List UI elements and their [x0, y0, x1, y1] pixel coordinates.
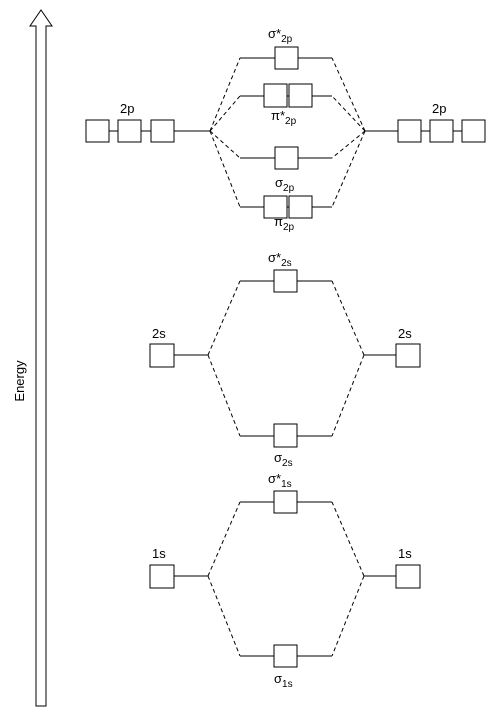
mo-sigma-star-1s [240, 490, 332, 514]
atomic-1s-left-label: 1s [152, 546, 166, 561]
atomic-2s-right-label: 2s [398, 326, 412, 341]
mo-sigma-star-2p [240, 46, 332, 70]
mo-sigma-2p-label: σ2p [275, 175, 295, 194]
atomic-2s-left [149, 343, 208, 368]
mo-sigma-2s-label: σ2s [274, 450, 293, 469]
energy-axis-label: Energy [12, 360, 27, 402]
correlation-lines-2p [209, 57, 366, 208]
mo-sigma-star-2s [240, 269, 332, 293]
correlation-lines-2s [207, 280, 365, 437]
atomic-1s-right-label: 1s [398, 546, 412, 561]
mo-sigma-2s [240, 423, 332, 448]
atomic-2s-left-label: 2s [152, 326, 166, 341]
atomic-2p-left-label: 2p [120, 101, 134, 116]
mo-sigma-star-2s-label: σ*2s [268, 250, 292, 269]
mo-pi-2p-label: π2p [274, 214, 295, 233]
atomic-1s-right [364, 564, 421, 589]
atomic-2p-right-label: 2p [432, 101, 446, 116]
mo-pi-star-2p-label: π*2p [271, 108, 297, 127]
mo-pi-2p [240, 195, 332, 219]
energy-axis-arrow [29, 9, 53, 707]
mo-sigma-star-1s-label: σ*1s [268, 471, 292, 490]
mo-pi-star-2p [240, 83, 332, 108]
atomic-2s-right [364, 343, 421, 368]
atomic-1s-left [149, 564, 208, 589]
atomic-2p-left [85, 119, 210, 143]
mo-sigma-1s [240, 644, 332, 668]
correlation-lines-1s [207, 501, 365, 657]
mo-sigma-star-2p-label: σ*2p [268, 26, 293, 45]
mo-sigma-1s-label: σ1s [274, 671, 293, 690]
atomic-2p-right [365, 119, 486, 143]
mo-sigma-2p [240, 146, 332, 170]
